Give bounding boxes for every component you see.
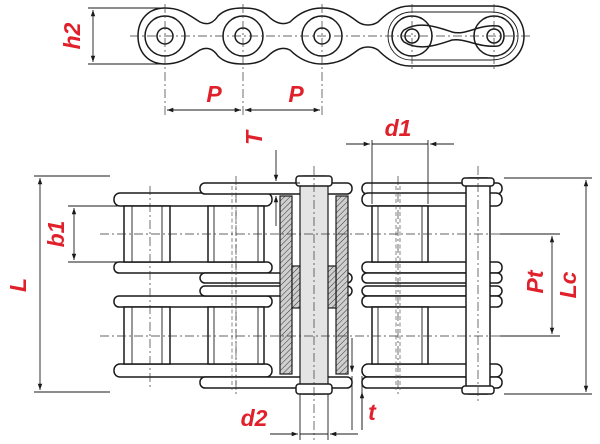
T-label: T bbox=[241, 129, 267, 145]
t-label: t bbox=[368, 399, 377, 425]
pitch-label-right: P bbox=[288, 81, 304, 107]
left-pin-plate-top bbox=[113, 192, 273, 207]
Lc-label: Lc bbox=[555, 271, 581, 298]
d1-label: d1 bbox=[385, 115, 412, 141]
d2-label: d2 bbox=[241, 405, 268, 431]
b1-label: b1 bbox=[43, 221, 69, 248]
pitch-label-left: P bbox=[206, 81, 222, 107]
connecting-plate-left bbox=[279, 195, 293, 375]
chain-outline bbox=[137, 5, 525, 67]
L-label: L bbox=[5, 278, 31, 292]
h2-label: h2 bbox=[59, 22, 85, 49]
chain-plan-view bbox=[100, 166, 556, 440]
chain-side-view: h2 P P bbox=[59, 4, 532, 118]
connecting-plate-right bbox=[335, 195, 349, 375]
left-pin-plate-bottom bbox=[113, 363, 273, 378]
dimensions: L b1 d1 T Pt Lc d2 bbox=[5, 115, 592, 440]
Pt-label: Pt bbox=[522, 269, 548, 293]
outer-plate-outline bbox=[387, 11, 519, 61]
spring-clip bbox=[400, 24, 505, 48]
roller-lower-left bbox=[123, 306, 171, 365]
